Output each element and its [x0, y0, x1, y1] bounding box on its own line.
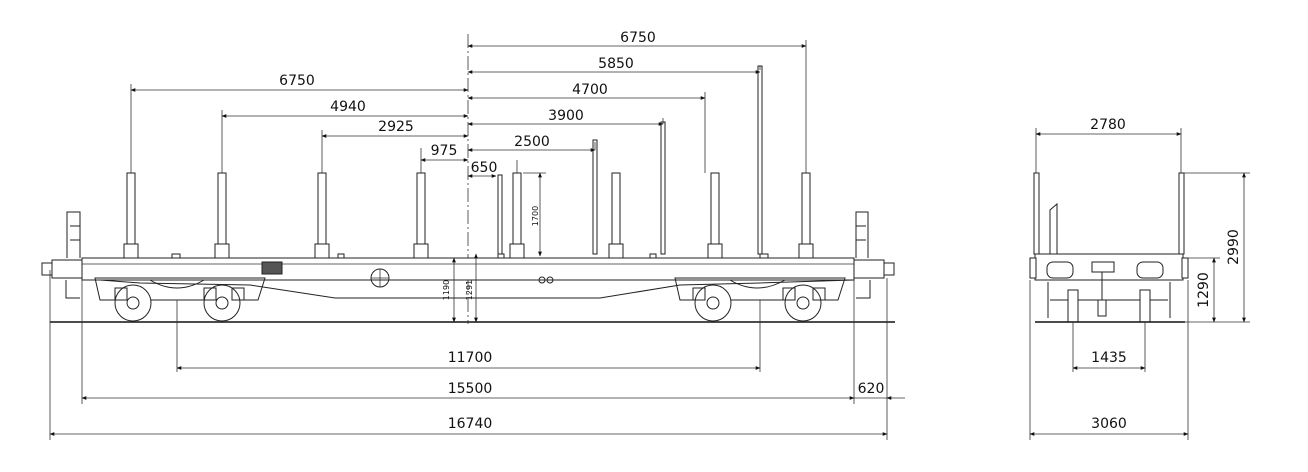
- dim-bogie-centres: 11700: [448, 350, 493, 366]
- dim-stake-975: 975: [431, 143, 458, 159]
- dim-stake-height: 1700: [531, 206, 540, 226]
- dim-buffer-overhang: 620: [858, 381, 885, 397]
- dim-overall-width: 3060: [1091, 416, 1127, 432]
- underframe: [41, 211, 895, 299]
- dim-stake-4700: 4700: [572, 82, 608, 98]
- dim-stake-650: 650: [471, 160, 498, 176]
- end-view: 2780 2990 1290 1435 3060: [1029, 117, 1250, 440]
- dim-deck-height-a: 1190: [442, 280, 451, 300]
- side-view: 6750 4940 2925 975 650 2500 3900 4700 58…: [41, 30, 905, 440]
- bogie-left: [94, 277, 266, 322]
- dim-frame-length: 15500: [448, 381, 493, 397]
- dim-stake-width: 2780: [1090, 117, 1126, 133]
- dim-stake-5850: 5850: [598, 56, 634, 72]
- dim-stake-3900: 3900: [548, 108, 584, 124]
- dim-stake-2925: 2925: [378, 119, 414, 135]
- dim-overall-length: 16740: [448, 416, 493, 432]
- length-dimensions: [49, 366, 905, 436]
- marking-plate: [261, 261, 283, 275]
- stakes: [123, 65, 814, 259]
- dim-track-gauge: 1435: [1091, 350, 1127, 366]
- stake-height-dimension: 1700: [523, 172, 546, 257]
- dim-floor-height: 1290: [1196, 272, 1212, 308]
- end-view-body: [1029, 172, 1189, 323]
- dim-stake-6750-right: 6750: [620, 30, 656, 46]
- dim-stake-2500: 2500: [514, 134, 550, 150]
- extension-lines: [49, 40, 888, 440]
- dim-overall-height: 2990: [1226, 229, 1242, 265]
- dim-stake-4940: 4940: [330, 99, 366, 115]
- dim-stake-6750-left: 6750: [279, 73, 315, 89]
- dim-deck-height-b: 1291: [465, 280, 474, 300]
- bogie-right: [674, 277, 846, 322]
- stake-spacing-dimensions: [130, 44, 807, 178]
- deck-height-dimensions: 1190 1291: [442, 253, 478, 323]
